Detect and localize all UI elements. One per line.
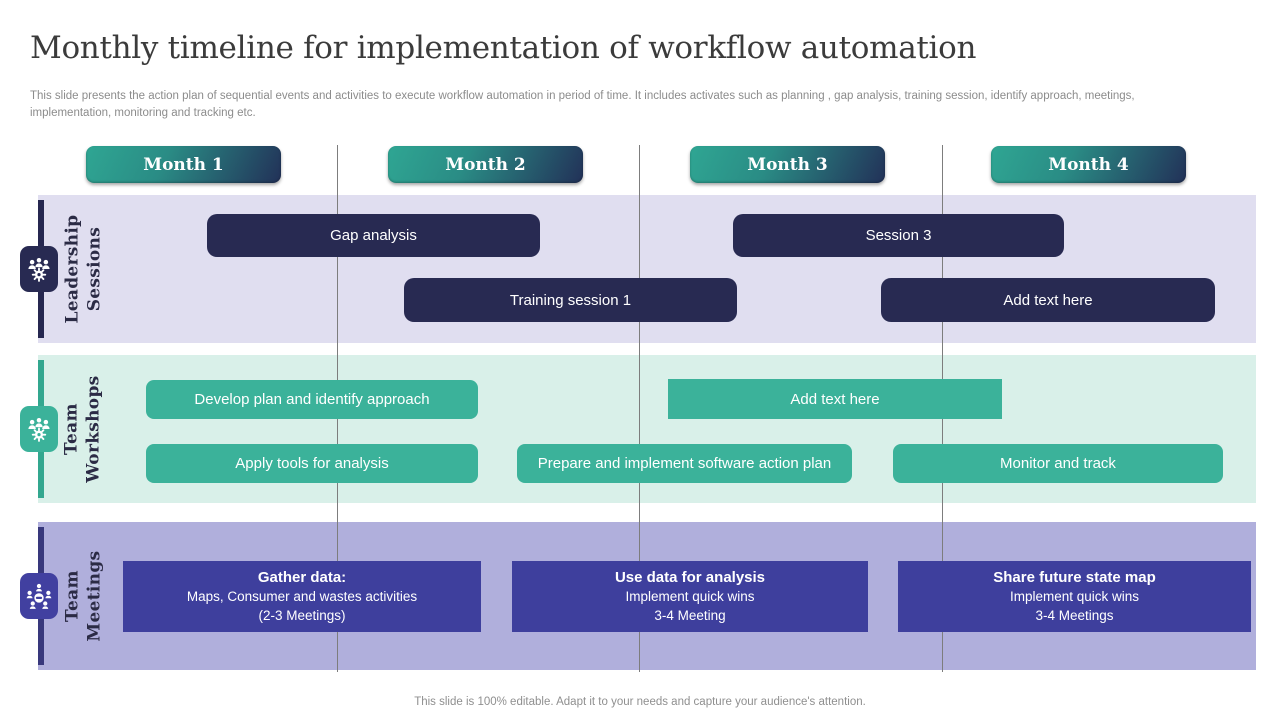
row-label-team-meetings: Team Meetings (52, 522, 114, 670)
timeline-bar-session-3[interactable]: Session 3 (733, 214, 1064, 257)
month-divider-line (639, 145, 640, 672)
row-label-line: Workshops (84, 375, 104, 483)
timeline-bar-develop-plan[interactable]: Develop plan and identify approach (146, 380, 478, 419)
timeline-bar-apply-tools[interactable]: Apply tools for analysis (146, 444, 478, 483)
meeting-box-gather-data[interactable]: Gather data: Maps, Consumer and wastes a… (123, 561, 481, 632)
timeline-bar-gap-analysis[interactable]: Gap analysis (207, 214, 540, 257)
meeting-box-line: 3-4 Meetings (1035, 607, 1114, 623)
meeting-box-title: Use data for analysis (614, 569, 766, 587)
month-3-header[interactable]: Month 3 (690, 146, 885, 183)
meeting-box-title: Share future state map (993, 569, 1156, 587)
row-label-line: Meetings (84, 550, 105, 642)
month-1-header[interactable]: Month 1 (86, 146, 281, 183)
row-label-line: Leadership (61, 214, 82, 324)
meeting-box-line: Maps, Consumer and wastes activities (186, 589, 418, 605)
timeline-bar-prepare-implement[interactable]: Prepare and implement software action pl… (517, 444, 852, 483)
timeline-bar-monitor-track[interactable]: Monitor and track (893, 444, 1223, 483)
meeting-people-gear-icon (20, 246, 58, 292)
timeline-bar-training-session-1[interactable]: Training session 1 (404, 278, 737, 322)
meeting-box-share-future-state[interactable]: Share future state map Implement quick w… (898, 561, 1251, 632)
timeline-bar-add-text-placeholder[interactable]: Add text here (668, 379, 1002, 419)
month-4-header[interactable]: Month 4 (991, 146, 1186, 183)
row-label-line: Team (61, 570, 82, 622)
meeting-box-line: Implement quick wins (625, 589, 755, 605)
page-title: Monthly timeline for implementation of w… (30, 30, 977, 66)
row-label-leadership-sessions: Leadership Sessions (52, 195, 114, 343)
editable-note: This slide is 100% editable. Adapt it to… (414, 696, 866, 708)
roundtable-people-icon (20, 573, 58, 619)
month-2-header[interactable]: Month 2 (388, 146, 583, 183)
slide-description: This slide presents the action plan of s… (30, 90, 1135, 120)
leadership-sessions-row: Leadership Sessions Gap analysis Trainin… (20, 195, 1256, 343)
row-label-team-workshops: Team Workshops (52, 355, 114, 503)
row-label-line: Sessions (84, 226, 104, 312)
team-people-gear-icon (20, 406, 58, 452)
row-label-line: Team (61, 403, 82, 455)
timeline-bar-add-text-placeholder[interactable]: Add text here (881, 278, 1215, 322)
meeting-box-line: Implement quick wins (1009, 589, 1140, 605)
meeting-box-line: 3-4 Meeting (654, 607, 726, 623)
meeting-box-use-data[interactable]: Use data for analysis Implement quick wi… (512, 561, 868, 632)
team-workshops-row: Team Workshops Develop plan and identify… (20, 355, 1256, 503)
meeting-box-line: (2-3 Meetings) (258, 607, 346, 623)
team-meetings-row: Team Meetings Gather data: Maps, Consume… (20, 522, 1256, 670)
meeting-box-title: Gather data: (257, 569, 347, 587)
